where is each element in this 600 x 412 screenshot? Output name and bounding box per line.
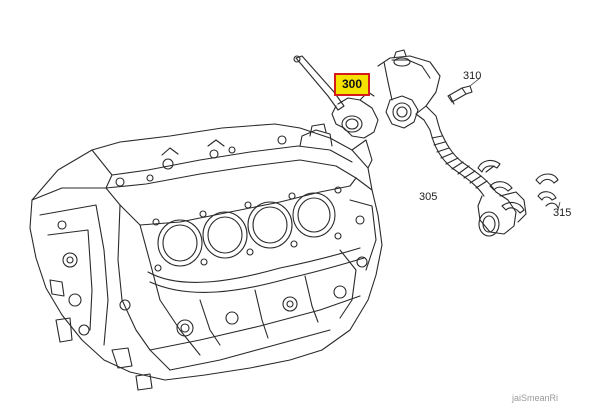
crankcase-vent-pipe-drawing bbox=[293, 55, 379, 139]
corrugated-hose-drawing bbox=[429, 129, 527, 237]
part-305-callout[interactable]: 305 bbox=[419, 191, 438, 203]
bolt-drawing bbox=[447, 85, 473, 105]
oil-separator-drawing bbox=[377, 49, 441, 131]
engine-block-drawing bbox=[29, 123, 383, 391]
hose-clamp-drawing bbox=[477, 159, 559, 214]
part-300-callout[interactable]: 300 bbox=[334, 73, 370, 96]
part-310-callout[interactable]: 310 bbox=[463, 70, 482, 82]
part-315-callout[interactable]: 315 bbox=[553, 207, 572, 219]
watermark: jaiSmeanRi bbox=[512, 393, 559, 403]
leader-lines bbox=[469, 77, 561, 211]
